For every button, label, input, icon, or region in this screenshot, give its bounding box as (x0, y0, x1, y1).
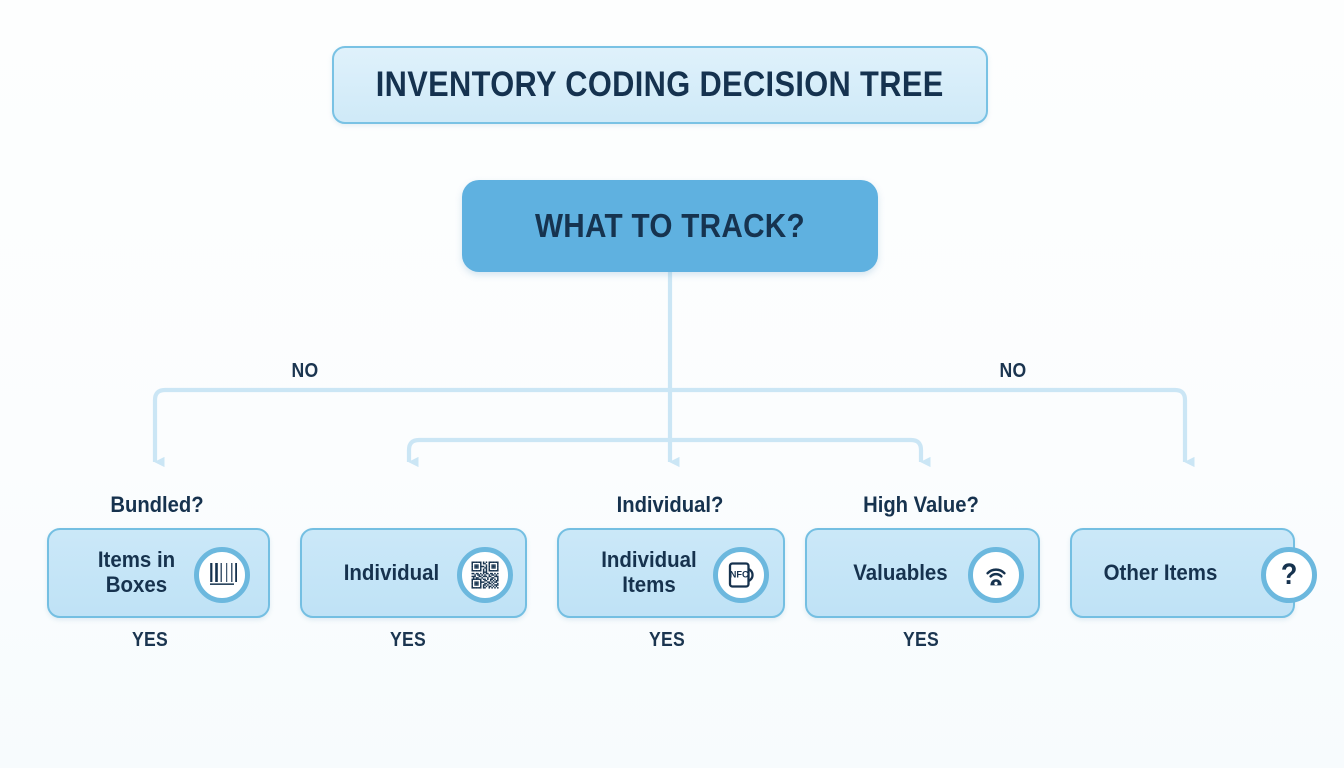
svg-text:NFC: NFC (730, 570, 749, 580)
connector-to-individual-qr (406, 437, 670, 468)
edge-label-no-2: NO (999, 360, 1027, 382)
edge-label-no-1: NO (291, 360, 319, 382)
yes-label-valuables: YES (902, 629, 940, 651)
question-label-bundled: Bundled? (110, 492, 204, 517)
question-mark-icon: ? (1261, 547, 1317, 603)
yes-label-bundled: YES (131, 629, 169, 651)
diagram-title-box: INVENTORY CODING DECISION TREE (332, 46, 988, 124)
leaf-node-individual-items[interactable]: Individual Items NFC (557, 528, 785, 618)
connector-to-valuables (670, 437, 931, 468)
yes-label-individual-qr: YES (389, 629, 427, 651)
leaf-node-other-items[interactable]: Other Items? (1070, 528, 1317, 618)
yes-label-individual-items: YES (648, 629, 686, 651)
root-decision-label: WHAT TO TRACK? (535, 207, 805, 244)
leaf-label-valuables: Valuables (853, 559, 948, 585)
connector-to-bundled (152, 387, 670, 468)
barcode-icon (194, 547, 250, 603)
nfc-tag-icon: NFC (713, 547, 769, 603)
page-title: INVENTORY CODING DECISION TREE (376, 65, 944, 104)
leaf-node-valuables[interactable]: Valuables (805, 528, 1040, 618)
leaf-node-bundled[interactable]: Items in Boxes (47, 528, 270, 618)
rfid-signal-icon (968, 547, 1024, 603)
question-mark-glyph: ? (1280, 558, 1298, 591)
leaf-node-individual-qr[interactable]: Individual (300, 528, 527, 618)
root-decision-node[interactable]: WHAT TO TRACK? (462, 180, 878, 272)
connector-to-other-items (670, 387, 1195, 468)
question-label-individual-items: Individual? (616, 492, 724, 517)
question-label-valuables: High Value? (863, 492, 979, 517)
leaf-label-individual-items: Individual Items (601, 547, 697, 597)
leaf-label-bundled: Items in Boxes (97, 547, 176, 597)
leaf-label-individual-qr: Individual (343, 559, 440, 585)
qr-code-icon (457, 547, 513, 603)
leaf-label-other-items: Other Items (1103, 559, 1218, 585)
